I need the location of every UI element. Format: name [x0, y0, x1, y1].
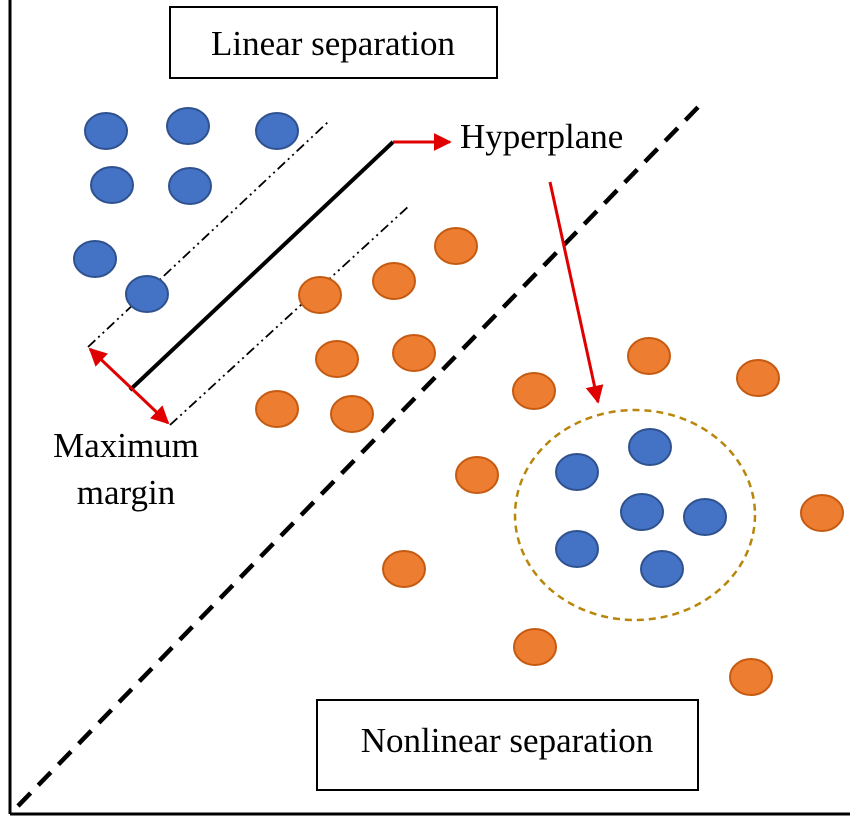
orange-point: [455, 456, 499, 494]
orange-point: [434, 227, 478, 265]
orange-point: [627, 337, 671, 375]
blue-points-nonlinear: [555, 428, 727, 588]
orange-point: [315, 340, 359, 378]
blue-point: [620, 493, 664, 531]
linear-title: Linear separation: [211, 24, 455, 63]
margin-line-upper: [87, 121, 329, 348]
nonlinear-boundary-circle: [513, 408, 757, 622]
margin-double-arrow: [88, 347, 170, 425]
orange-point: [255, 390, 299, 428]
blue-points-linear: [73, 107, 299, 313]
blue-point: [166, 107, 210, 145]
linear-title-box: [169, 6, 498, 79]
nonlinear-title-box: [316, 699, 699, 791]
hyperplane-line: [128, 140, 395, 392]
blue-point: [90, 166, 134, 204]
orange-point: [736, 359, 780, 397]
orange-point: [800, 494, 844, 532]
blue-point: [168, 167, 212, 205]
blue-point: [84, 112, 128, 150]
margin-label-line1: Maximum: [53, 426, 199, 465]
orange-point: [372, 262, 416, 300]
blue-point: [683, 498, 727, 536]
blue-point: [73, 240, 117, 278]
blue-point: [555, 453, 599, 491]
orange-point: [512, 372, 556, 410]
blue-point: [125, 275, 169, 313]
diagonal-dashed-line: [16, 98, 707, 808]
blue-point: [555, 530, 599, 568]
orange-point: [330, 395, 374, 433]
orange-point: [513, 628, 557, 666]
margin-label-line2: margin: [77, 473, 176, 512]
blue-point: [640, 550, 684, 588]
blue-point: [255, 112, 299, 150]
circle-pointer-arrow: [548, 181, 604, 404]
blue-point: [628, 428, 672, 466]
orange-point: [382, 550, 426, 588]
hyperplane-label: Hyperplane: [460, 117, 623, 156]
orange-point: [392, 334, 436, 372]
orange-point: [298, 276, 342, 314]
orange-points-linear: [255, 227, 478, 433]
orange-point: [729, 658, 773, 696]
nonlinear-title: Nonlinear separation: [361, 721, 654, 760]
orange-points-nonlinear: [382, 337, 844, 696]
margin-line-lower: [169, 204, 411, 426]
